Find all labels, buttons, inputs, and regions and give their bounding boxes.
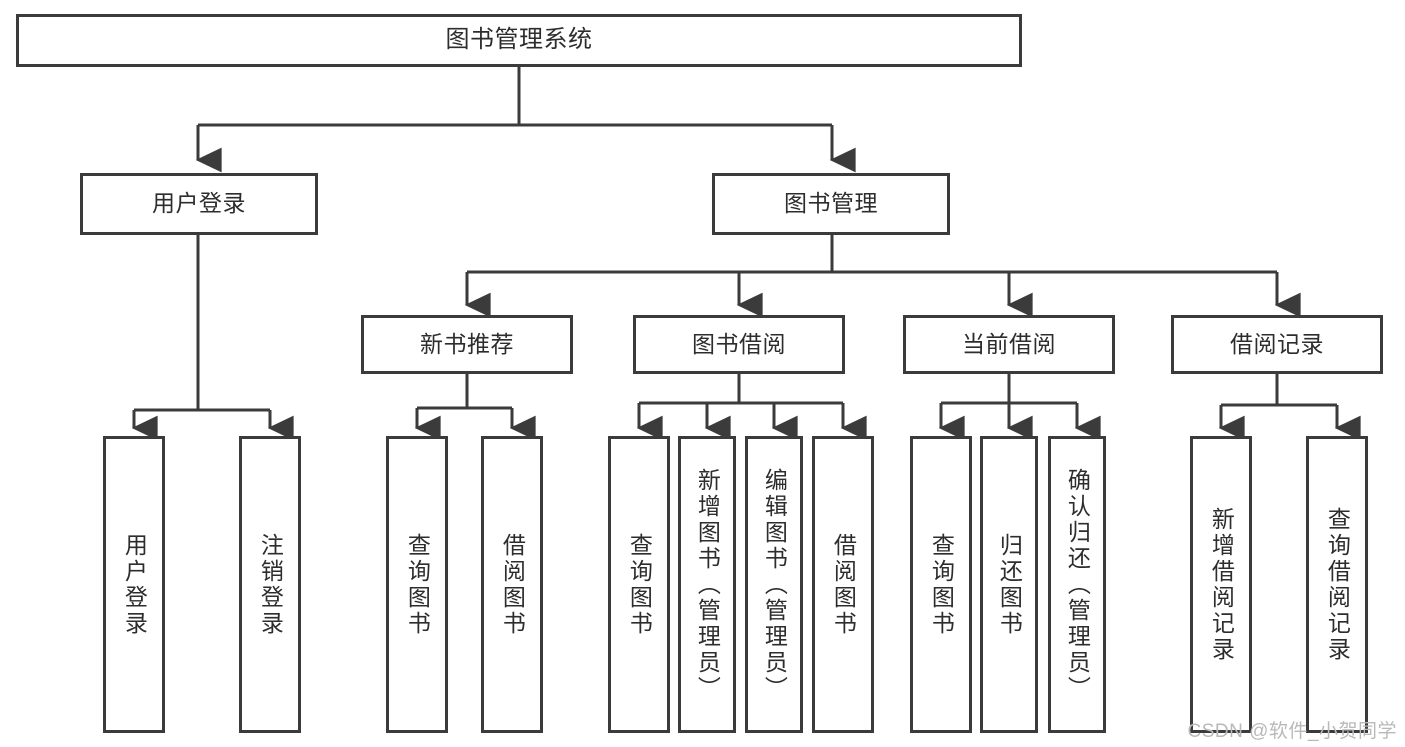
node-leaf-logout[interactable]: 注销登录 bbox=[239, 436, 301, 733]
node-leaf-borrow-book-1[interactable]: 借阅图书 bbox=[481, 436, 543, 733]
node-label: 新书推荐 bbox=[420, 330, 514, 357]
node-leaf-confirm-return[interactable]: 确认归还（管理员） bbox=[1048, 436, 1106, 733]
node-borrow-record[interactable]: 借阅记录 bbox=[1171, 315, 1383, 374]
node-label: 用户登录 bbox=[152, 190, 246, 217]
node-leaf-query-book-2[interactable]: 查询图书 bbox=[608, 436, 670, 733]
node-label: 查询图书 bbox=[626, 532, 653, 637]
node-label: 图书管理系统 bbox=[445, 26, 593, 54]
node-leaf-query-book-1[interactable]: 查询图书 bbox=[386, 436, 448, 733]
node-label: 归还图书 bbox=[996, 532, 1023, 637]
node-label: 确认归还（管理员） bbox=[1064, 467, 1091, 702]
node-leaf-add-book[interactable]: 新增图书（管理员） bbox=[678, 436, 736, 733]
node-current-borrow[interactable]: 当前借阅 bbox=[903, 315, 1115, 374]
node-label: 查询图书 bbox=[928, 532, 955, 637]
node-leaf-return-book[interactable]: 归还图书 bbox=[980, 436, 1038, 733]
node-label: 借阅记录 bbox=[1230, 330, 1324, 357]
node-leaf-add-record[interactable]: 新增借阅记录 bbox=[1190, 436, 1252, 733]
node-leaf-edit-book[interactable]: 编辑图书（管理员） bbox=[745, 436, 803, 733]
node-label: 查询图书 bbox=[404, 532, 431, 637]
node-label: 借阅图书 bbox=[830, 532, 857, 637]
node-user-login[interactable]: 用户登录 bbox=[80, 173, 318, 235]
node-label: 当前借阅 bbox=[962, 330, 1056, 357]
node-label: 用户登录 bbox=[121, 532, 148, 637]
node-label: 图书管理 bbox=[784, 190, 878, 217]
node-new-book-recommend[interactable]: 新书推荐 bbox=[361, 315, 573, 374]
node-book-borrow[interactable]: 图书借阅 bbox=[633, 315, 845, 374]
node-label: 注销登录 bbox=[257, 532, 284, 637]
node-label: 编辑图书（管理员） bbox=[761, 467, 788, 702]
node-leaf-borrow-book-2[interactable]: 借阅图书 bbox=[812, 436, 874, 733]
node-leaf-user-login[interactable]: 用户登录 bbox=[103, 436, 165, 733]
node-leaf-query-book-3[interactable]: 查询图书 bbox=[910, 436, 972, 733]
csdn-watermark: CSDN @软件_小贺同学 bbox=[1187, 721, 1397, 742]
node-label: 查询借阅记录 bbox=[1324, 506, 1351, 663]
node-label: 借阅图书 bbox=[499, 532, 526, 637]
node-root-system[interactable]: 图书管理系统 bbox=[16, 14, 1022, 67]
node-book-management[interactable]: 图书管理 bbox=[712, 173, 950, 235]
node-label: 新增借阅记录 bbox=[1208, 506, 1235, 663]
node-label: 图书借阅 bbox=[692, 330, 786, 357]
node-leaf-query-record[interactable]: 查询借阅记录 bbox=[1306, 436, 1368, 733]
node-label: 新增图书（管理员） bbox=[694, 467, 721, 702]
